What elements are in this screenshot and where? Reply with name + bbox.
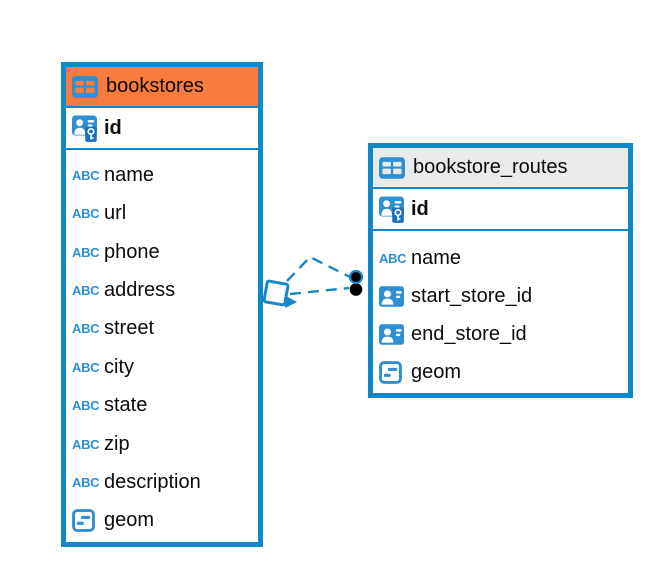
field-name: url <box>104 202 127 225</box>
relationship-source-arrow <box>285 296 297 308</box>
primary-key-icon <box>379 194 407 224</box>
field-row-description[interactable]: ABC description <box>66 463 258 501</box>
relationship-line-1[interactable] <box>286 255 351 282</box>
field-row-start-store-id[interactable]: start_store_id <box>373 277 628 315</box>
field-row-geom[interactable]: geom <box>373 353 628 391</box>
field-name: name <box>411 246 462 269</box>
field-name: phone <box>104 240 160 263</box>
field-name: start_store_id <box>411 284 533 307</box>
field-name: name <box>104 163 155 186</box>
field-name: address <box>104 278 176 301</box>
field-row-zip[interactable]: ABC zip <box>66 425 258 463</box>
reference-type-icon <box>379 286 407 307</box>
field-name: id <box>411 197 429 220</box>
text-type-icon: ABC <box>379 250 407 266</box>
field-row-end-store-id[interactable]: end_store_id <box>373 315 628 353</box>
text-type-icon: ABC <box>72 206 100 222</box>
table-bookstore-routes-header[interactable]: bookstore_routes <box>373 148 628 189</box>
field-row-address[interactable]: ABC address <box>66 271 258 309</box>
text-type-icon: ABC <box>72 244 100 260</box>
relationship-line-2[interactable] <box>289 286 350 296</box>
table-title: bookstore_routes <box>413 156 568 178</box>
table-bookstore-routes[interactable]: bookstore_routes id ABC name start_store… <box>368 143 633 398</box>
text-type-icon: ABC <box>72 359 100 375</box>
field-name: geom <box>411 360 462 383</box>
field-name: id <box>104 116 122 139</box>
table-bookstores-header[interactable]: bookstores <box>66 67 258 108</box>
field-row-id[interactable]: id <box>66 108 258 150</box>
field-name: end_store_id <box>411 322 527 345</box>
field-list: ABC name ABC url ABC phone ABC address A… <box>66 150 258 542</box>
field-row-geom[interactable]: geom <box>66 502 258 540</box>
field-name: zip <box>104 432 130 455</box>
reference-type-icon <box>379 324 407 345</box>
relationship-source-marker <box>262 279 290 307</box>
relationship-endpoint-dot-1 <box>348 269 364 285</box>
table-icon <box>72 76 100 98</box>
field-row-name[interactable]: ABC name <box>66 156 258 194</box>
field-row-url[interactable]: ABC url <box>66 194 258 232</box>
relationship-endpoint-dot-2 <box>349 283 363 296</box>
field-name: geom <box>104 509 155 532</box>
field-row-id[interactable]: id <box>373 189 628 231</box>
field-row-phone[interactable]: ABC phone <box>66 233 258 271</box>
text-type-icon: ABC <box>72 282 100 298</box>
table-title: bookstores <box>106 75 204 97</box>
text-type-icon: ABC <box>72 436 100 452</box>
table-icon <box>379 157 407 179</box>
primary-key-icon <box>72 113 100 143</box>
text-type-icon: ABC <box>72 474 100 490</box>
field-name: description <box>104 470 201 493</box>
field-name: state <box>104 394 148 417</box>
field-name: street <box>104 317 155 340</box>
geometry-type-icon <box>72 509 100 532</box>
text-type-icon: ABC <box>72 167 100 183</box>
field-row-state[interactable]: ABC state <box>66 386 258 424</box>
field-row-name[interactable]: ABC name <box>373 239 628 277</box>
table-bookstores[interactable]: bookstores id ABC name ABC url ABC phone… <box>61 62 263 547</box>
field-row-street[interactable]: ABC street <box>66 310 258 348</box>
text-type-icon: ABC <box>72 398 100 414</box>
text-type-icon: ABC <box>72 321 100 337</box>
field-list: ABC name start_store_id end_store_id ge <box>373 231 628 393</box>
geometry-type-icon <box>379 361 407 384</box>
field-row-city[interactable]: ABC city <box>66 348 258 386</box>
field-name: city <box>104 355 134 378</box>
